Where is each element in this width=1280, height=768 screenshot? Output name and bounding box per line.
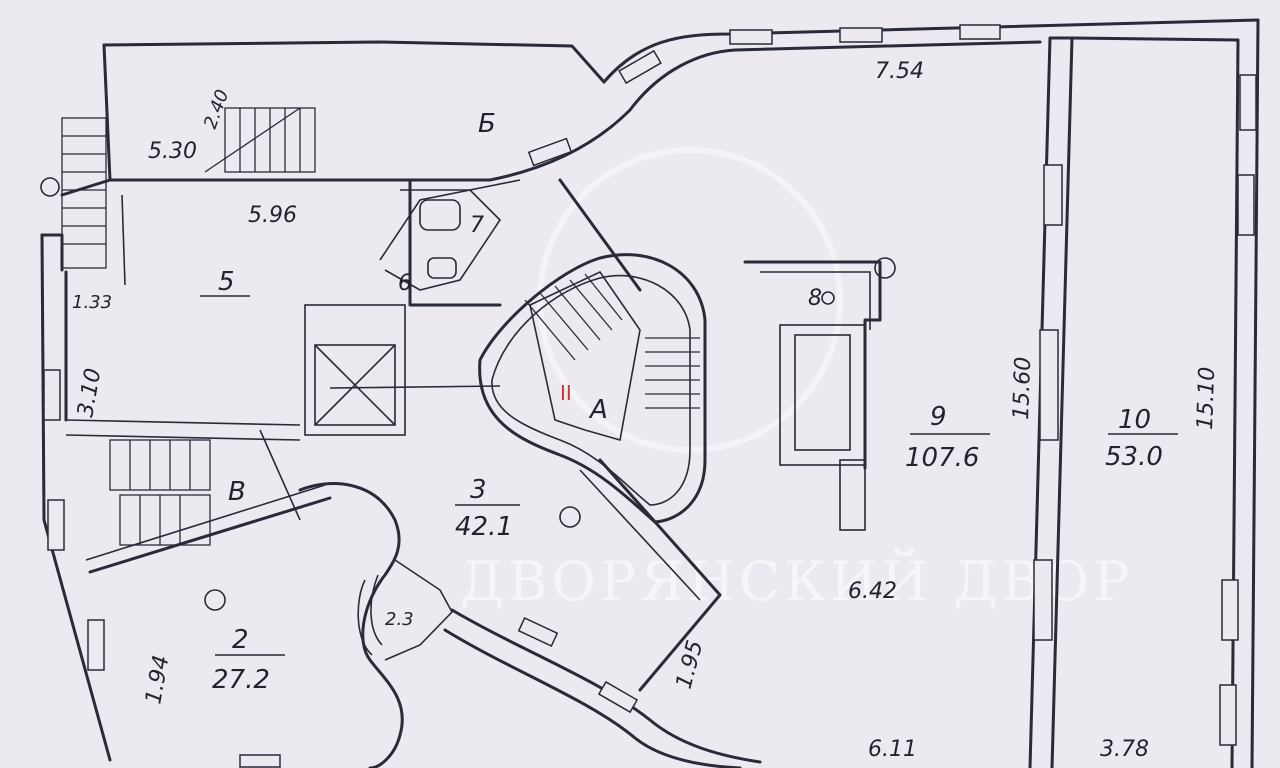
dimension-label: 1.94: [141, 653, 174, 706]
room-area: 107.6: [905, 443, 979, 473]
dimension-label: 6.11: [868, 737, 917, 762]
room-area: 53.0: [1105, 442, 1163, 472]
dimension-label: 1.33: [72, 292, 112, 313]
stair-core: [478, 253, 707, 524]
dimension-label: 6.42: [848, 579, 897, 604]
dimension-label: 2.3: [385, 609, 414, 630]
dimension-label: 15.60: [1009, 356, 1036, 420]
dimension-label: 7.54: [875, 59, 924, 84]
stair-b: [204, 107, 316, 173]
room-number: 3: [470, 475, 487, 505]
stair-v: [109, 439, 211, 546]
stair-exterior: [40, 117, 107, 269]
room-3-label: 3 42.1: [455, 475, 520, 542]
dimension-label: 5.96: [248, 203, 297, 228]
dimension-label: 3.10: [73, 366, 106, 419]
room-number: 7: [470, 213, 484, 238]
letter-label: Б: [478, 109, 496, 139]
dimension-label: 5.30: [148, 139, 197, 164]
dimension-label: 3.78: [1100, 737, 1149, 762]
column-circle: [559, 506, 581, 528]
room-number: 6: [398, 271, 412, 296]
room-9-label: 9 107.6: [905, 402, 990, 473]
interior-walls: [65, 178, 722, 692]
room-5-label: 5: [200, 267, 250, 297]
watermark-text: ДВОРЯНСКИЙ ДВОР: [460, 547, 1134, 613]
room-number: 5: [218, 267, 235, 297]
room-8-niche: [743, 257, 896, 531]
room-area: 27.2: [212, 665, 270, 695]
windows: [43, 24, 1257, 768]
room-number: 10: [1118, 405, 1151, 435]
column-circle: [204, 589, 226, 611]
room-2-label: 2 27.2: [212, 625, 285, 695]
roman-marker: II: [560, 381, 572, 405]
room-2-walls: [298, 482, 453, 768]
room-number: 9: [930, 402, 947, 432]
room-number: 2: [232, 625, 249, 655]
dimension-label: 15.10: [1193, 366, 1220, 430]
room-number: 8: [808, 286, 822, 311]
room-area: 42.1: [455, 512, 513, 542]
letter-label: В: [228, 477, 246, 507]
dimension-label: 2.40: [200, 87, 233, 132]
room-10-label: 10 53.0: [1105, 405, 1178, 472]
letter-label: А: [588, 395, 608, 425]
